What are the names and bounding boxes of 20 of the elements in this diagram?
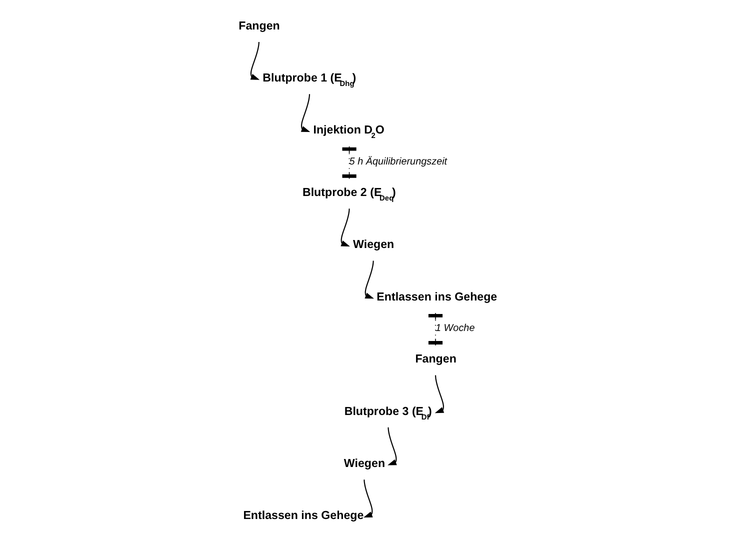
node-text: Fangen — [415, 352, 456, 366]
node-text: Blutprobe 3 (E$_{Df}$) — [344, 404, 432, 422]
node-text: Entlassen ins Gehege — [243, 509, 364, 522]
node-text: Fangen — [238, 19, 280, 32]
arrow — [364, 260, 374, 299]
connector — [428, 312, 443, 346]
arrow — [434, 375, 444, 414]
edge-label: 1 Woche — [436, 322, 475, 334]
edge-label: 5 h Äquilibrierungszeit — [349, 156, 448, 168]
arrow — [388, 427, 397, 466]
arrow — [364, 480, 373, 518]
node-text: Blutprobe 2 (E$_{Deq}$) — [302, 186, 396, 202]
node-text: Entlassen ins Gehege — [376, 290, 498, 304]
arrow — [340, 208, 350, 246]
node-text: Blutprobe 1 (E$_{Dhg}$) — [262, 72, 356, 88]
arrow — [300, 94, 310, 132]
node-text: Injektion D$_{2}$O — [313, 124, 384, 140]
node-text: Wiegen — [344, 456, 386, 470]
node-text: Wiegen — [353, 238, 394, 252]
arrow — [250, 42, 260, 80]
